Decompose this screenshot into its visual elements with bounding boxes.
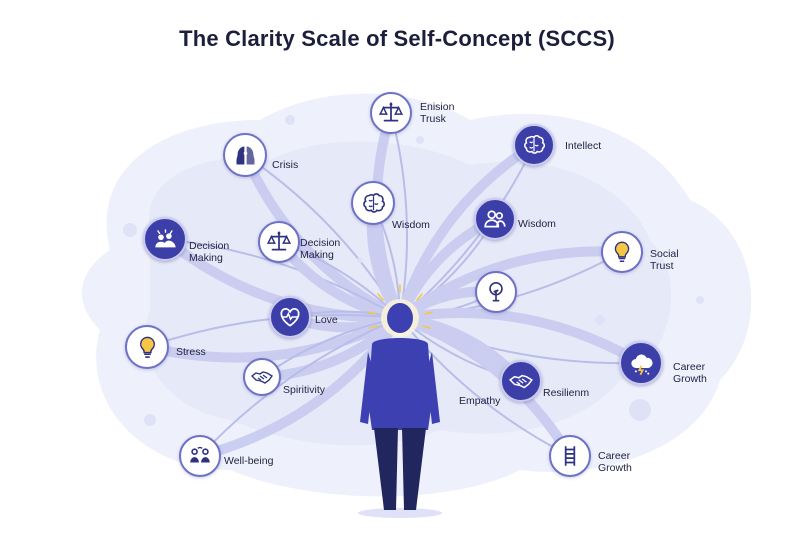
node-label-line: Social	[650, 248, 679, 260]
person-silhouette-icon	[358, 284, 442, 518]
node-label-line: Career	[673, 361, 706, 373]
node-label-line: Resilienm	[543, 387, 590, 399]
node-label-line: Stress	[176, 346, 206, 358]
crowd-icon	[143, 217, 187, 261]
node-label-line: Decision	[189, 240, 230, 252]
connector-line	[390, 112, 409, 319]
node-label-line: Trusk	[420, 113, 446, 125]
brain-icon	[351, 181, 395, 225]
storm-cloud-icon	[619, 341, 663, 385]
node-label-line: Love	[315, 314, 338, 326]
node-label-line: Empathy	[459, 395, 501, 407]
node-label: Love	[315, 314, 338, 326]
node-label: Empathy	[459, 395, 500, 407]
page-title: The Clarity Scale of Self-Concept (SCCS)	[179, 26, 615, 51]
node-label: Crisis	[272, 159, 298, 171]
ladder-icon	[549, 435, 591, 477]
brain-icon	[513, 124, 555, 166]
handshake-icon	[500, 360, 542, 402]
node-label-line: Decision	[300, 237, 341, 249]
connector-stream	[160, 234, 405, 324]
node-label-line: Growth	[673, 373, 707, 385]
node-label-line: Spiritivity	[283, 384, 326, 396]
node-label-line: Making	[189, 252, 223, 264]
connector-line	[164, 238, 401, 319]
connector-stream	[395, 313, 575, 461]
node-label-line: Trust	[650, 260, 674, 272]
central-figure	[340, 282, 460, 522]
handshake-icon	[243, 358, 281, 396]
node-label-line: Enision	[420, 101, 455, 113]
node-label-line: Crisis	[272, 159, 299, 171]
connector-line	[199, 317, 401, 457]
people-icon	[474, 198, 516, 240]
node-label: Stress	[176, 346, 206, 358]
node-label: Intellect	[565, 140, 601, 152]
node-label-line: Intellect	[565, 140, 602, 152]
lightbulb-icon	[601, 231, 643, 273]
node-label-line: Well-being	[224, 455, 274, 467]
node-label: Wisdom	[392, 219, 430, 231]
tree-icon	[475, 271, 517, 313]
node-label-line: Wisdom	[392, 219, 430, 231]
scales-icon	[258, 221, 300, 263]
node-label-line: Career	[598, 450, 631, 462]
node-label-line: Making	[300, 249, 334, 261]
node-label: Spiritivity	[283, 384, 325, 396]
head-profiles-icon	[223, 133, 267, 177]
scales-icon	[370, 92, 412, 134]
figures-icon	[179, 435, 221, 477]
connector-line	[399, 317, 571, 457]
heart-icon	[269, 296, 311, 338]
lightbulb-icon	[125, 325, 169, 369]
connector-stream	[395, 307, 646, 368]
node-label: Well-being	[224, 455, 273, 467]
node-label-line: Growth	[598, 462, 632, 474]
node-label-line: Wisdom	[518, 218, 556, 230]
node-label: Wisdom	[518, 218, 556, 230]
node-label: Resilienm	[543, 387, 589, 399]
